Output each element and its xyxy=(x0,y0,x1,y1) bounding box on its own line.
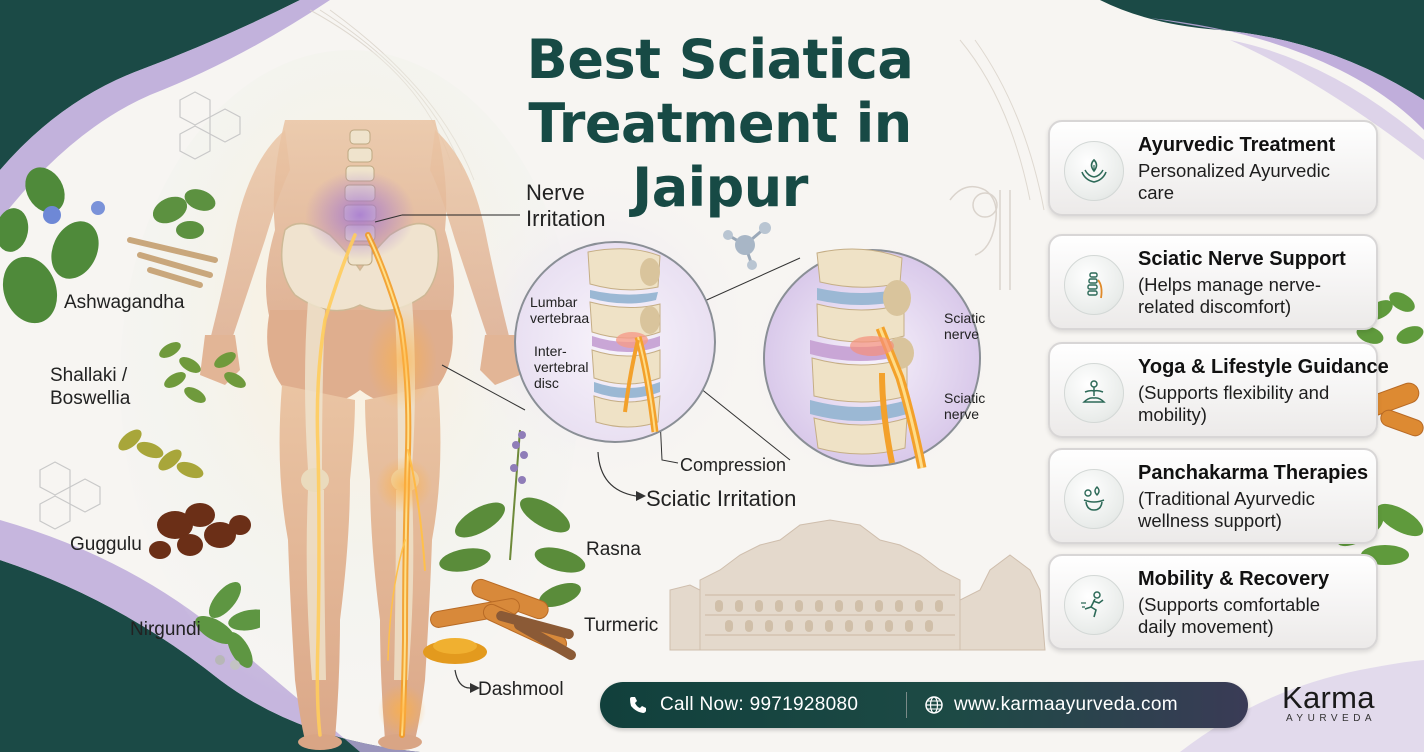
globe-icon xyxy=(925,696,943,714)
herb-label-guggulu: Guggulu xyxy=(70,534,142,555)
card-description-line2: care xyxy=(1138,182,1174,203)
contact-bar: Call Now: 9971928080 www.karmaayurveda.c… xyxy=(600,682,1248,728)
herb-label-dashmool: Dashmool xyxy=(478,679,564,700)
label-sciatic-nerve-1-line1: Sciatic xyxy=(944,310,986,326)
label-disc-line2: vertebral xyxy=(534,359,589,375)
card-mobility-recovery: Mobility & Recovery (Supports comfortabl… xyxy=(1048,554,1378,650)
label-sciatic-nerve-2: Sciatic nerve xyxy=(944,390,985,422)
running-person-icon xyxy=(1064,575,1124,635)
page-title-line2: Treatment in Jaipur xyxy=(528,92,912,219)
label-sciatic-irritation: Sciatic Irritation xyxy=(646,486,797,511)
card-title: Panchakarma Therapies xyxy=(1138,462,1369,484)
card-title: Yoga & Lifestyle Guidance xyxy=(1138,356,1389,378)
label-nerve-irritation-line1: Nerve xyxy=(526,180,585,205)
card-description: (Supports comfortable daily movement) xyxy=(1138,594,1374,638)
herbs-illustration-left xyxy=(0,167,260,670)
herb-label-turmeric: Turmeric xyxy=(584,615,659,636)
page-title: Best Sciatica Treatment in Jaipur xyxy=(440,28,1000,220)
card-title: Mobility & Recovery xyxy=(1138,568,1330,590)
spine-closeup-diagram xyxy=(514,241,716,443)
oil-therapy-icon xyxy=(1064,469,1124,529)
herb-label-shallaki-line1: Shallaki / xyxy=(50,365,128,386)
label-compression: Compression xyxy=(680,455,787,475)
card-description: (Supports flexibility and mobility) xyxy=(1138,382,1374,426)
herb-label-shallaki-line2: Boswellia xyxy=(50,388,131,409)
card-description-line1: (Supports comfortable xyxy=(1138,594,1321,615)
molecule-3d-decoration xyxy=(723,222,771,270)
phone-icon xyxy=(630,697,646,713)
herb-label-nirgundi: Nirgundi xyxy=(130,619,201,640)
palace-silhouette xyxy=(669,519,1046,651)
card-yoga-lifestyle: Yoga & Lifestyle Guidance (Supports flex… xyxy=(1048,342,1389,438)
label-lumbar-vertebrae: Lumbar vertebraa xyxy=(530,294,589,326)
label-sciatic-nerve-1-line2: nerve xyxy=(944,326,980,342)
card-description-line1: (Supports flexibility and xyxy=(1138,382,1330,403)
label-lumbar-line2: vertebraa xyxy=(530,310,590,326)
card-description: (Helps manage nerve- related discomfort) xyxy=(1138,274,1374,318)
label-disc-line3: disc xyxy=(534,375,559,391)
card-title: Sciatic Nerve Support xyxy=(1138,248,1346,270)
card-description: (Traditional Ayurvedic wellness support) xyxy=(1138,488,1374,532)
herb-label-shallaki: Shallaki / Boswellia xyxy=(50,364,130,410)
contact-divider xyxy=(906,692,907,718)
brand-logo-subtitle: AYURVEDA xyxy=(1286,713,1377,724)
card-description-line1: Personalized Ayurvedic xyxy=(1138,160,1330,181)
label-disc-line1: Inter- xyxy=(534,343,567,359)
human-back-anatomy xyxy=(200,120,520,750)
label-intervertebral-disc: Inter- vertebral disc xyxy=(534,343,588,391)
card-description: Personalized Ayurvedic care xyxy=(1138,160,1374,204)
label-nerve-irritation: Nerve Irritation xyxy=(526,180,605,232)
card-description-line1: (Helps manage nerve- xyxy=(1138,274,1322,295)
card-description-line1: (Traditional Ayurvedic xyxy=(1138,488,1315,509)
label-nerve-irritation-line2: Irritation xyxy=(526,206,606,231)
nerve-closeup-diagram xyxy=(763,248,981,469)
card-description-line2: wellness support) xyxy=(1138,510,1282,531)
yoga-pose-icon xyxy=(1064,363,1124,423)
page-title-line1: Best Sciatica xyxy=(526,28,914,91)
card-title: Ayurvedic Treatment xyxy=(1138,134,1336,156)
card-description-line2: related discomfort) xyxy=(1138,296,1292,317)
herb-label-ashwagandha: Ashwagandha xyxy=(64,292,185,313)
brand-logo-name: Karma xyxy=(1282,680,1375,715)
label-lumbar-line1: Lumbar xyxy=(530,294,578,310)
herbs-illustration-center xyxy=(423,429,586,664)
hands-leaf-icon xyxy=(1064,141,1124,201)
label-sciatic-nerve-2-line2: nerve xyxy=(944,406,980,422)
card-sciatic-nerve-support: Sciatic Nerve Support (Helps manage nerv… xyxy=(1048,234,1378,330)
website-link[interactable]: www.karmaayurveda.com xyxy=(954,694,1178,715)
label-sciatic-nerve-1: Sciatic nerve xyxy=(944,310,985,342)
phone-link[interactable]: Call Now: 9971928080 xyxy=(660,694,859,715)
card-description-line2: daily movement) xyxy=(1138,616,1274,637)
card-description-line2: mobility) xyxy=(1138,404,1207,425)
card-panchakarma: Panchakarma Therapies (Traditional Ayurv… xyxy=(1048,448,1378,544)
label-sciatic-nerve-2-line1: Sciatic xyxy=(944,390,986,406)
herb-label-rasna: Rasna xyxy=(586,539,641,560)
spine-nerve-icon xyxy=(1064,255,1124,315)
card-ayurvedic-treatment: Ayurvedic Treatment Personalized Ayurved… xyxy=(1048,120,1378,216)
